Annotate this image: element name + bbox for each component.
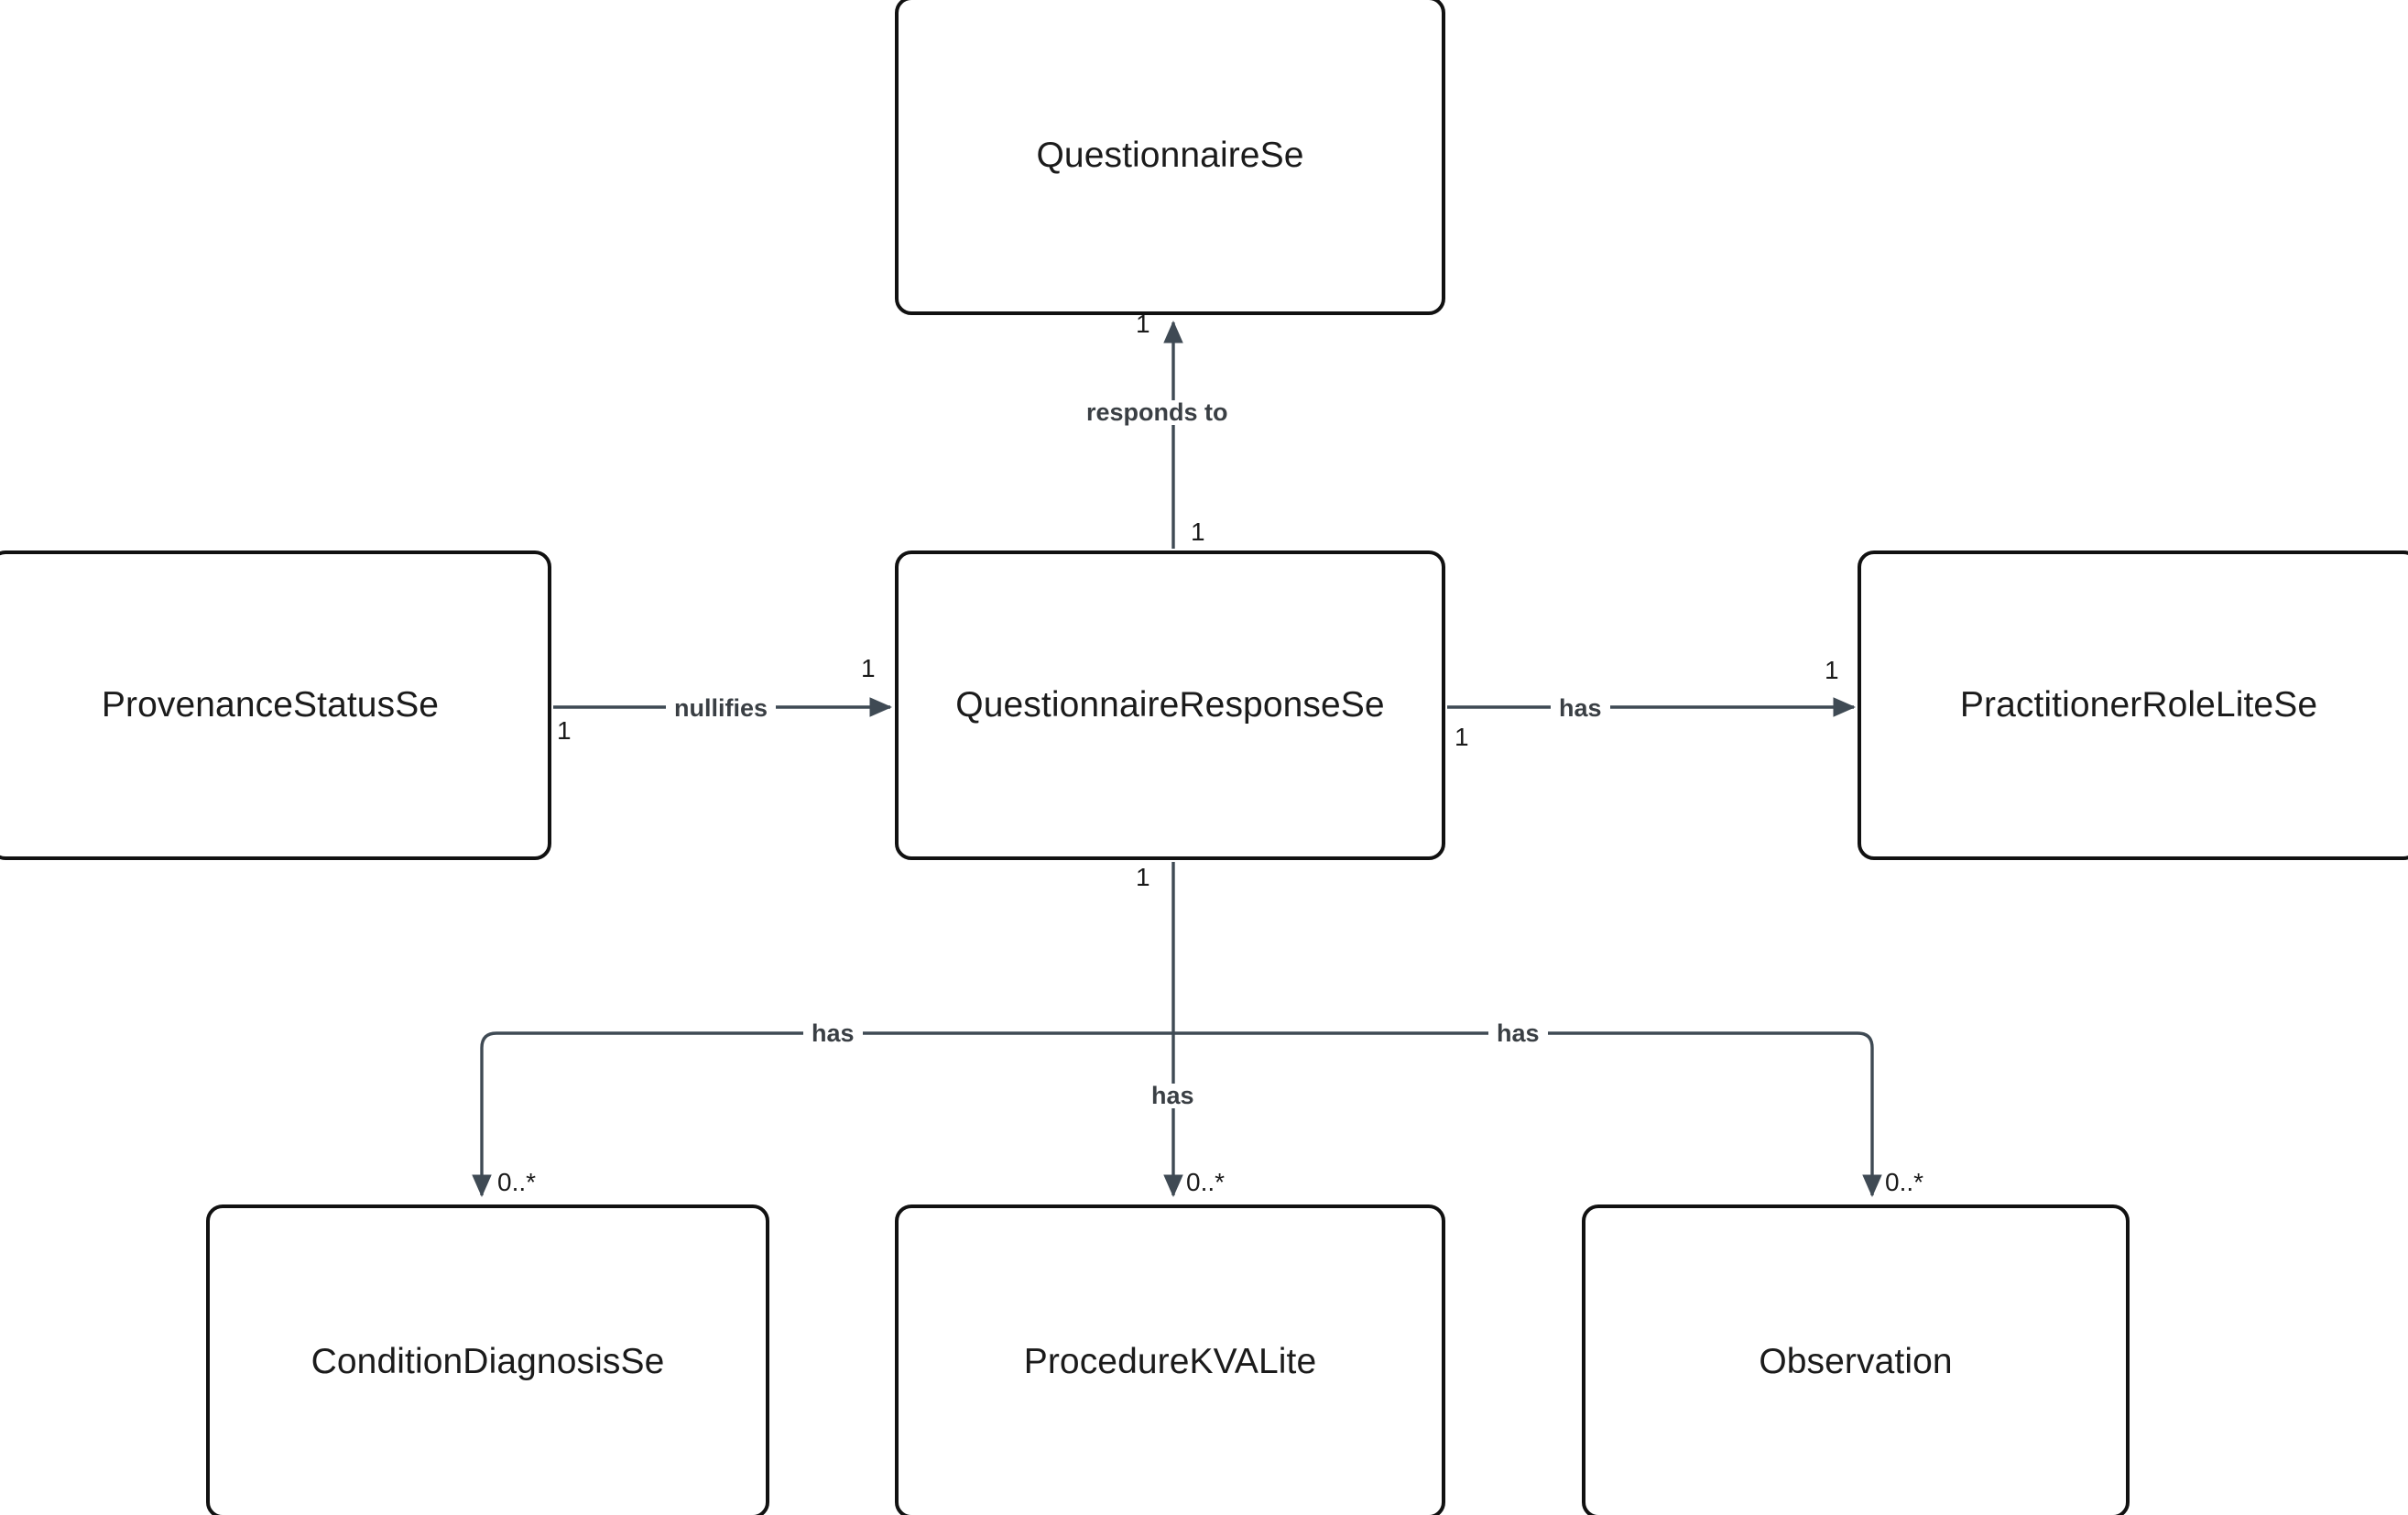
node-provenance-status[interactable]: ProvenanceStatusSe <box>0 550 551 860</box>
edge-label-nullifies: nullifies <box>666 696 777 721</box>
multiplicity-has-condition-target: 0..* <box>497 1168 537 1196</box>
multiplicity-nullifies-target: 1 <box>861 654 876 682</box>
node-questionnaire-response[interactable]: QuestionnaireResponseSe <box>895 550 1445 860</box>
node-label: PractitionerRoleLiteSe <box>1959 685 2318 725</box>
edge-label-has-observation: has <box>1488 1021 1548 1046</box>
node-practitioner-role-lite[interactable]: PractitionerRoleLiteSe <box>1858 550 2408 860</box>
node-label: QuestionnaireResponseSe <box>955 685 1385 725</box>
multiplicity-has-practitioner-target: 1 <box>1825 656 1839 684</box>
edge-label-has-practitioner-role: has <box>1551 696 1610 721</box>
multiplicity-has-practitioner-source: 1 <box>1455 723 1469 751</box>
node-procedure-kva-lite[interactable]: ProcedureKVALite <box>895 1204 1445 1515</box>
multiplicity-responds-to-source: 1 <box>1191 518 1205 546</box>
multiplicity-has-trunk-source: 1 <box>1136 863 1150 891</box>
multiplicity-has-procedure-target: 0..* <box>1186 1168 1226 1196</box>
node-label: ProvenanceStatusSe <box>101 685 440 725</box>
multiplicity-has-observation-target: 0..* <box>1885 1168 1924 1196</box>
node-condition-diagnosis[interactable]: ConditionDiagnosisSe <box>206 1204 769 1515</box>
node-observation[interactable]: Observation <box>1582 1204 2130 1515</box>
node-label: Observation <box>1759 1341 1953 1381</box>
edge-label-has-procedure-kva: has <box>1143 1084 1203 1108</box>
multiplicity-nullifies-source: 1 <box>557 716 572 745</box>
multiplicity-responds-to-target: 1 <box>1136 310 1150 338</box>
node-questionnaire[interactable]: QuestionnaireSe <box>895 0 1445 315</box>
edge-label-has-condition-diagnosis: has <box>803 1021 863 1046</box>
node-label: QuestionnaireSe <box>1036 136 1304 175</box>
edge-label-responds-to: responds to <box>1078 400 1237 425</box>
node-label: ProcedureKVALite <box>1023 1341 1317 1381</box>
edge-has-condition-diagnosis <box>472 1031 1173 1197</box>
node-label: ConditionDiagnosisSe <box>311 1341 665 1381</box>
edge-has-observation <box>1173 1031 1882 1197</box>
